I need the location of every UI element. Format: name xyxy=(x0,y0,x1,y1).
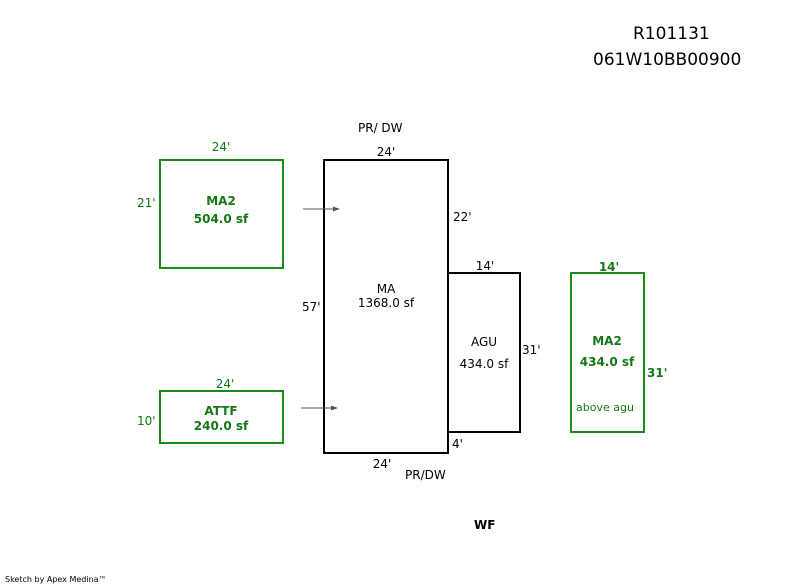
ma2-right-right-dimension: 31' xyxy=(647,366,668,380)
ma2-right-name: MA2 xyxy=(592,334,622,348)
ma2-left-left-dimension: 21' xyxy=(137,196,156,210)
ma-name: MA xyxy=(376,282,396,296)
agu-top-dimension: 14' xyxy=(475,259,495,273)
ma-right-dimension: 22' xyxy=(453,210,472,224)
attf-area: 240.0 sf xyxy=(193,419,249,433)
ma-top-dimension: 24' xyxy=(376,145,396,159)
attf-top-dimension: 24' xyxy=(215,377,235,391)
pr-dw-bottom-label: PR/DW xyxy=(405,468,446,482)
attf-name: ATTF xyxy=(204,404,238,418)
ma2-left-area-outline xyxy=(159,159,284,269)
ma-area: 1368.0 sf xyxy=(357,296,415,310)
ma2-right-top-dimension: 14' xyxy=(598,260,620,274)
ma-bottom-dimension: 24' xyxy=(372,457,392,471)
ma2-left-name: MA2 xyxy=(206,194,236,208)
account-number: 061W10BB00900 xyxy=(593,50,742,70)
pr-dw-top-label: PR/ DW xyxy=(358,121,403,135)
agu-area: 434.0 sf xyxy=(459,357,509,371)
attf-area-outline xyxy=(159,390,284,444)
attf-connector-arrow-head xyxy=(331,405,338,411)
parcel-id: R101131 xyxy=(633,24,710,44)
footer-credit: Sketch by Apex Medina™ xyxy=(5,575,107,584)
wf-label: WF xyxy=(474,518,496,532)
ma-left-dimension: 57' xyxy=(302,300,321,314)
agu-area-outline xyxy=(447,272,521,433)
ma2-right-area: 434.0 sf xyxy=(579,355,635,369)
agu-bottom-dimension: 4' xyxy=(452,437,463,451)
ma2-right-area-outline xyxy=(570,272,645,433)
agu-name: AGU xyxy=(470,335,498,349)
ma2-right-note: above agu xyxy=(576,401,634,414)
ma2-connector-arrow-head xyxy=(333,206,340,212)
ma2-left-top-dimension: 24' xyxy=(211,140,231,154)
attf-left-dimension: 10' xyxy=(137,414,156,428)
ma2-left-area: 504.0 sf xyxy=(193,212,249,226)
agu-right-dimension: 31' xyxy=(522,343,541,357)
